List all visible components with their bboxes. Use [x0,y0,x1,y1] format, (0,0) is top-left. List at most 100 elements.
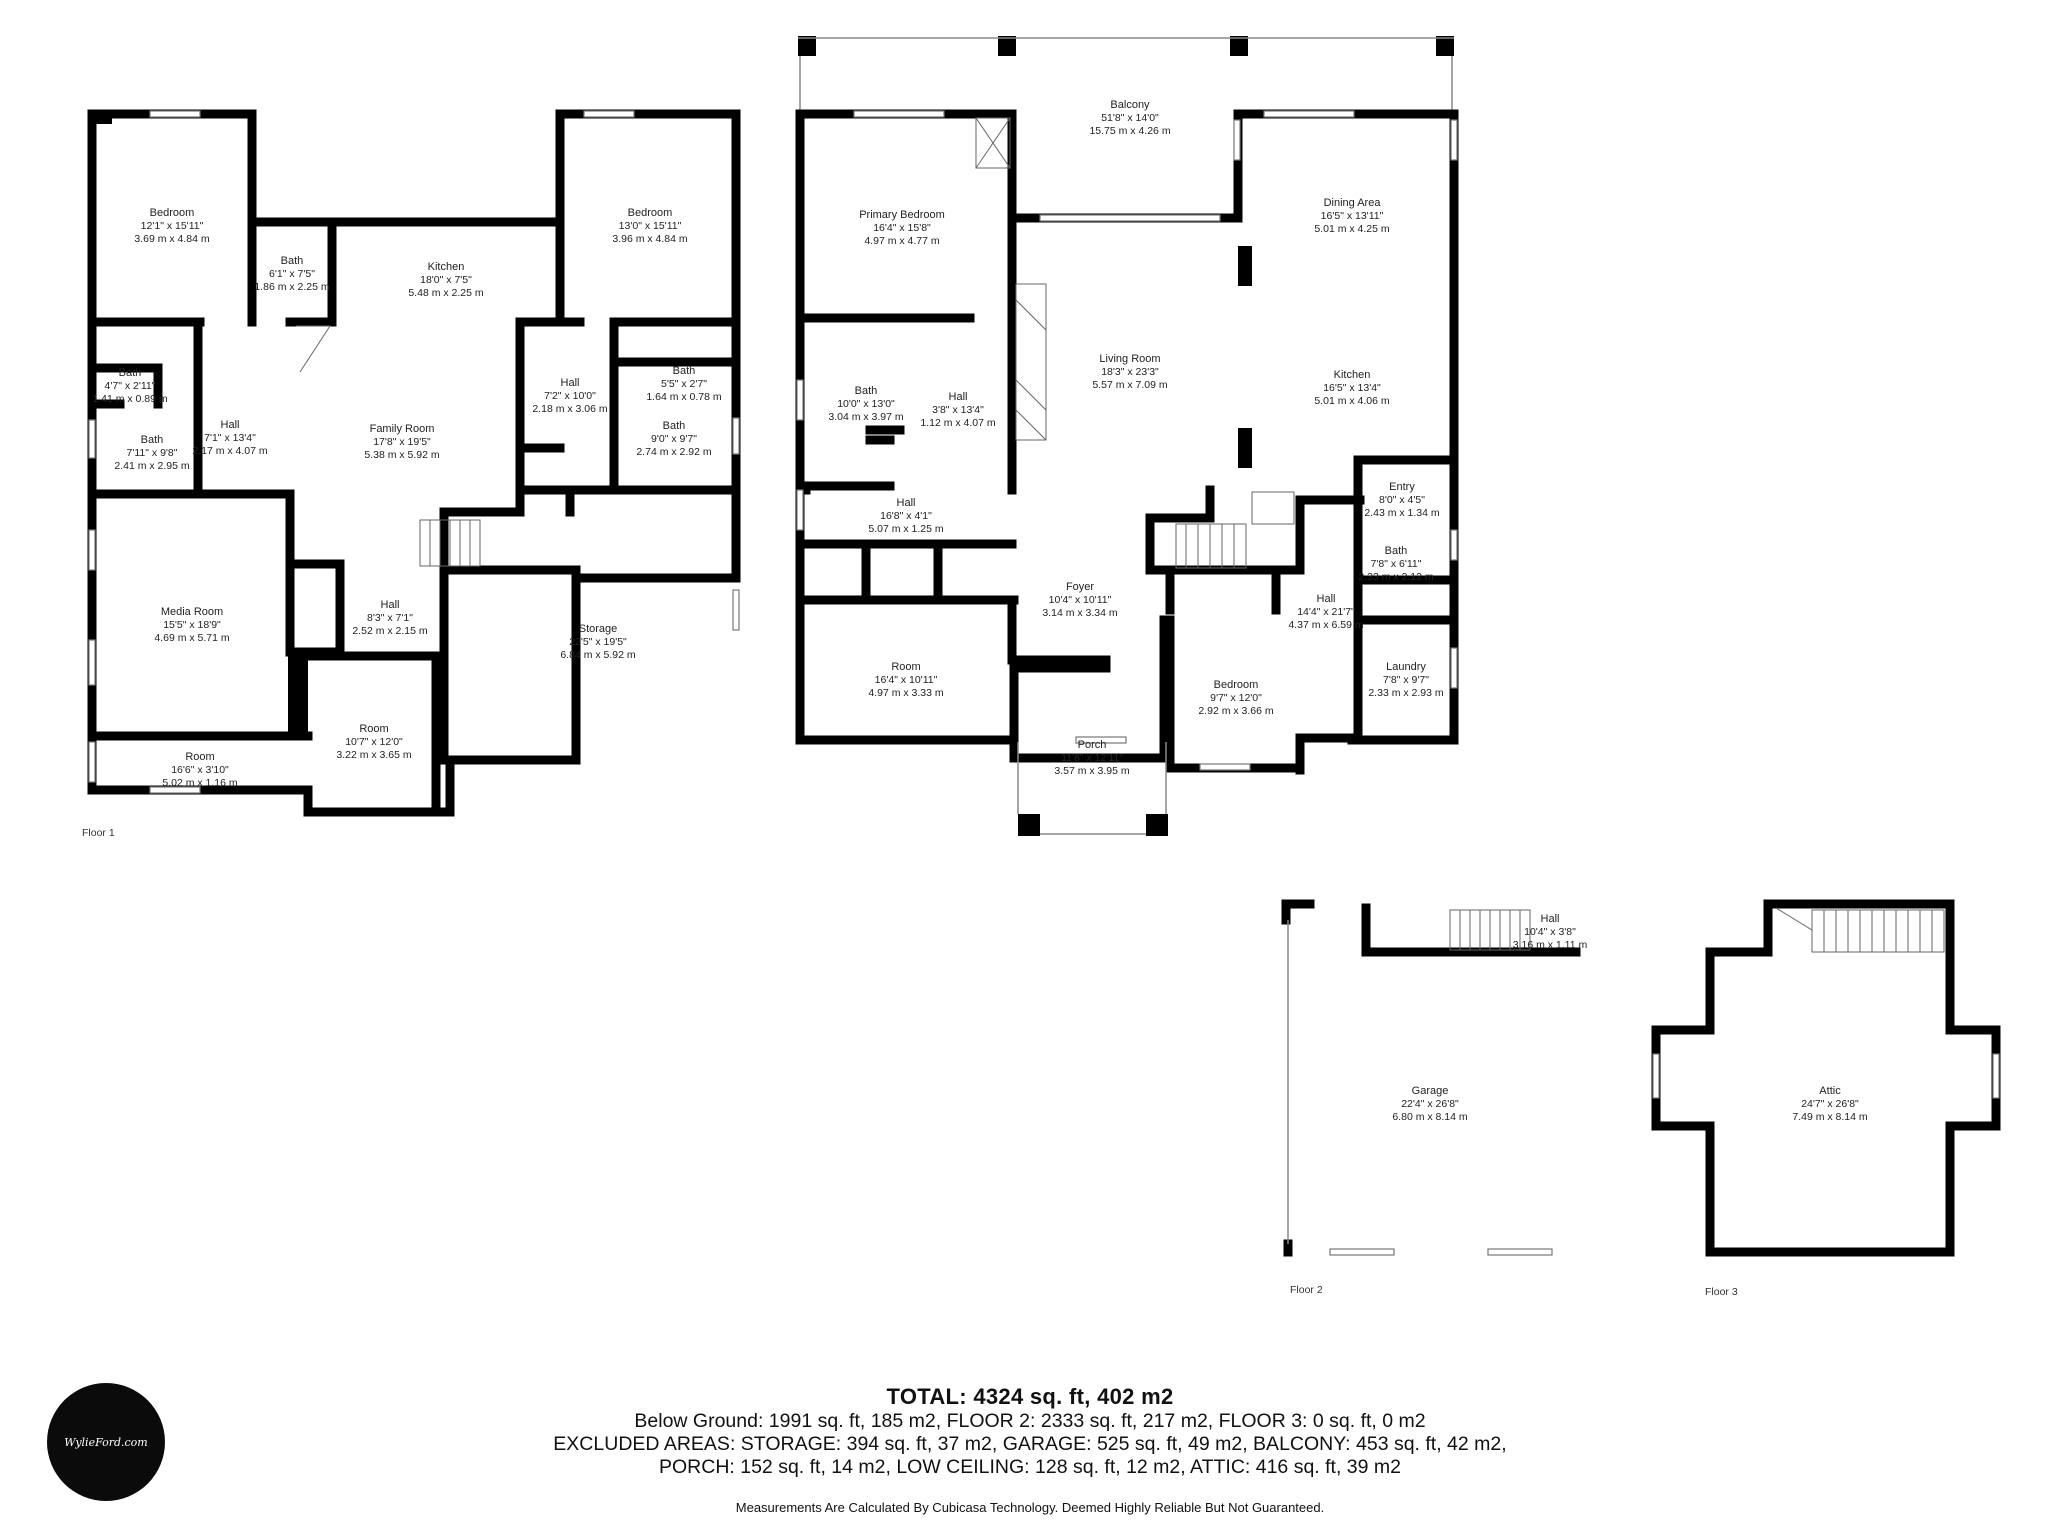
room-metric: 4.97 m x 3.33 m [868,687,944,699]
room-metric: 4.69 m x 5.71 m [154,632,230,644]
room-metric: 3.69 m x 4.84 m [134,233,210,245]
room-name: Hall [381,599,400,611]
room-metric: 7.49 m x 8.14 m [1792,1111,1868,1123]
room-name: Balcony [1110,99,1150,111]
room-name: Room [359,723,388,735]
room-name: Attic [1819,1085,1841,1097]
summary-line-1: Below Ground: 1991 sq. ft, 185 m2, FLOOR… [634,1410,1426,1432]
room-metric: 2.18 m x 3.06 m [532,403,608,415]
floor-3-labels: Attic 24'7" x 26'8" 7.49 m x 8.14 m Floo… [1705,1085,1868,1298]
room-metric: 1.12 m x 4.07 m [920,417,996,429]
room-name: Hall [221,419,240,431]
room-dims: 10'0" x 13'0" [837,398,895,410]
disclaimer: Measurements Are Calculated By Cubicasa … [735,1500,1325,1515]
room-dims: 16'4" x 10'11" [875,674,938,686]
room-dims: 18'3" x 23'3" [1101,366,1159,378]
room-dims: 8'0" x 4'5" [1379,494,1425,506]
room-metric: 1.86 m x 2.25 m [254,281,330,293]
floor-2-fireplace-and-stairs [975,117,1295,569]
room-name: Kitchen [1334,369,1371,381]
room-name: Bath [141,434,164,446]
floor-1-windows [88,110,740,794]
room-name: Hall [949,391,968,403]
room-dims: 16'5" x 13'11" [1321,210,1384,222]
room-name: Primary Bedroom [859,209,945,221]
room-metric: 3.16 m x 1.11 m [1513,939,1588,951]
room-metric: 5.48 m x 2.25 m [408,287,484,299]
room-name: Bath [663,420,686,432]
room-metric: 2.43 m x 1.34 m [1364,507,1440,519]
room-metric: 2.74 m x 2.92 m [636,446,712,458]
area-summary: TOTAL: 4324 sq. ft, 402 m2 Below Ground:… [380,1384,1680,1479]
floor-label: Floor 3 [1705,1286,1738,1298]
room-dims: 6'1" x 7'5" [269,268,315,280]
logo-text: WylieFord.com [64,1435,148,1449]
room-name: Storage [579,623,618,635]
room-metric: 2.52 m x 2.15 m [352,625,428,637]
room-dims: 9'7" x 12'0" [1210,692,1262,704]
room-name: Hall [897,497,916,509]
room-metric: 5.38 m x 5.92 m [364,449,440,461]
garage-labels: Hall 10'4" x 3'8" 3.16 m x 1.11 m Garage… [1290,913,1588,1296]
room-name: Kitchen [428,261,465,273]
room-metric: 3.22 m x 3.65 m [336,749,412,761]
room-name: Foyer [1066,581,1094,593]
room-name: Porch [1078,739,1107,751]
room-metric: 1.64 m x 0.78 m [646,391,722,403]
room-metric: 6.80 m x 8.14 m [1392,1111,1468,1123]
room-dims: 15'5" x 18'9" [163,619,221,631]
floor-label: Floor 1 [82,827,115,839]
room-name: Bedroom [628,207,673,219]
room-metric: 5.02 m x 1.16 m [162,777,238,789]
room-dims: 10'4" x 3'8" [1524,926,1576,938]
room-metric: 2.17 m x 4.07 m [192,445,268,457]
room-dims: 13'0" x 15'11" [619,220,682,232]
floor-3-walls [1651,899,2001,1257]
room-dims: 7'1" x 13'4" [204,432,256,444]
floor-2-walls [795,36,1459,836]
room-dims: 18'0" x 7'5" [420,274,472,286]
brand-logo: WylieFord.com [47,1383,165,1501]
room-name: Room [185,751,214,763]
room-dims: 16'8" x 4'1" [880,510,932,522]
room-name: Bath [855,385,878,397]
room-name: Garage [1412,1085,1449,1097]
room-name: Media Room [161,606,223,618]
room-dims: 16'5" x 13'4" [1323,382,1381,394]
room-metric: 5.57 m x 7.09 m [1092,379,1168,391]
floor-2-labels: Balcony 51'8" x 14'0" 15.75 m x 4.26 m P… [828,99,1444,777]
floor-1-stairs [296,325,481,567]
summary-line-2: EXCLUDED AREAS: STORAGE: 394 sq. ft, 37 … [553,1433,1507,1455]
room-name: Bath [673,365,696,377]
room-name: Entry [1389,481,1415,493]
room-name: Bedroom [1214,679,1259,691]
room-name: Hall [561,377,580,389]
room-metric: 2.41 m x 2.95 m [114,460,190,472]
floor-1-labels: Bedroom 12'1" x 15'11" 3.69 m x 4.84 m B… [82,207,722,839]
total-area: TOTAL: 4324 sq. ft, 402 m2 [886,1384,1174,1409]
room-metric: 15.75 m x 4.26 m [1089,125,1170,137]
room-dims: 12'1" x 15'11" [141,220,204,232]
room-metric: 4.97 m x 4.77 m [864,235,940,247]
room-dims: 16'6" x 3'10" [171,764,229,776]
room-dims: 5'5" x 2'7" [661,378,707,390]
room-dims: 3'8" x 13'4" [932,404,984,416]
summary-line-3: PORCH: 152 sq. ft, 14 m2, LOW CEILING: 1… [658,1456,1401,1478]
room-metric: 3.57 m x 3.95 m [1054,765,1130,777]
floor-2-windows [796,110,1458,771]
room-dims: 10'7" x 12'0" [345,736,403,748]
room-name: Room [891,661,920,673]
room-metric: 2.92 m x 3.66 m [1198,705,1274,717]
room-name: Laundry [1386,661,1426,673]
room-dims: 51'8" x 14'0" [1101,112,1159,124]
room-dims: 7'2" x 10'0" [544,390,596,402]
room-dims: 8'3" x 7'1" [367,612,413,624]
room-metric: 2.33 m x 2.12 m [1358,571,1434,583]
room-name: Hall [1541,913,1560,925]
room-metric: 5.01 m x 4.06 m [1314,395,1390,407]
room-name: Living Room [1099,353,1160,365]
room-dims: 7'11" x 9'8" [127,447,178,459]
room-dims: 24'7" x 26'8" [1801,1098,1859,1110]
room-dims: 4'7" x 2'11" [105,380,156,392]
